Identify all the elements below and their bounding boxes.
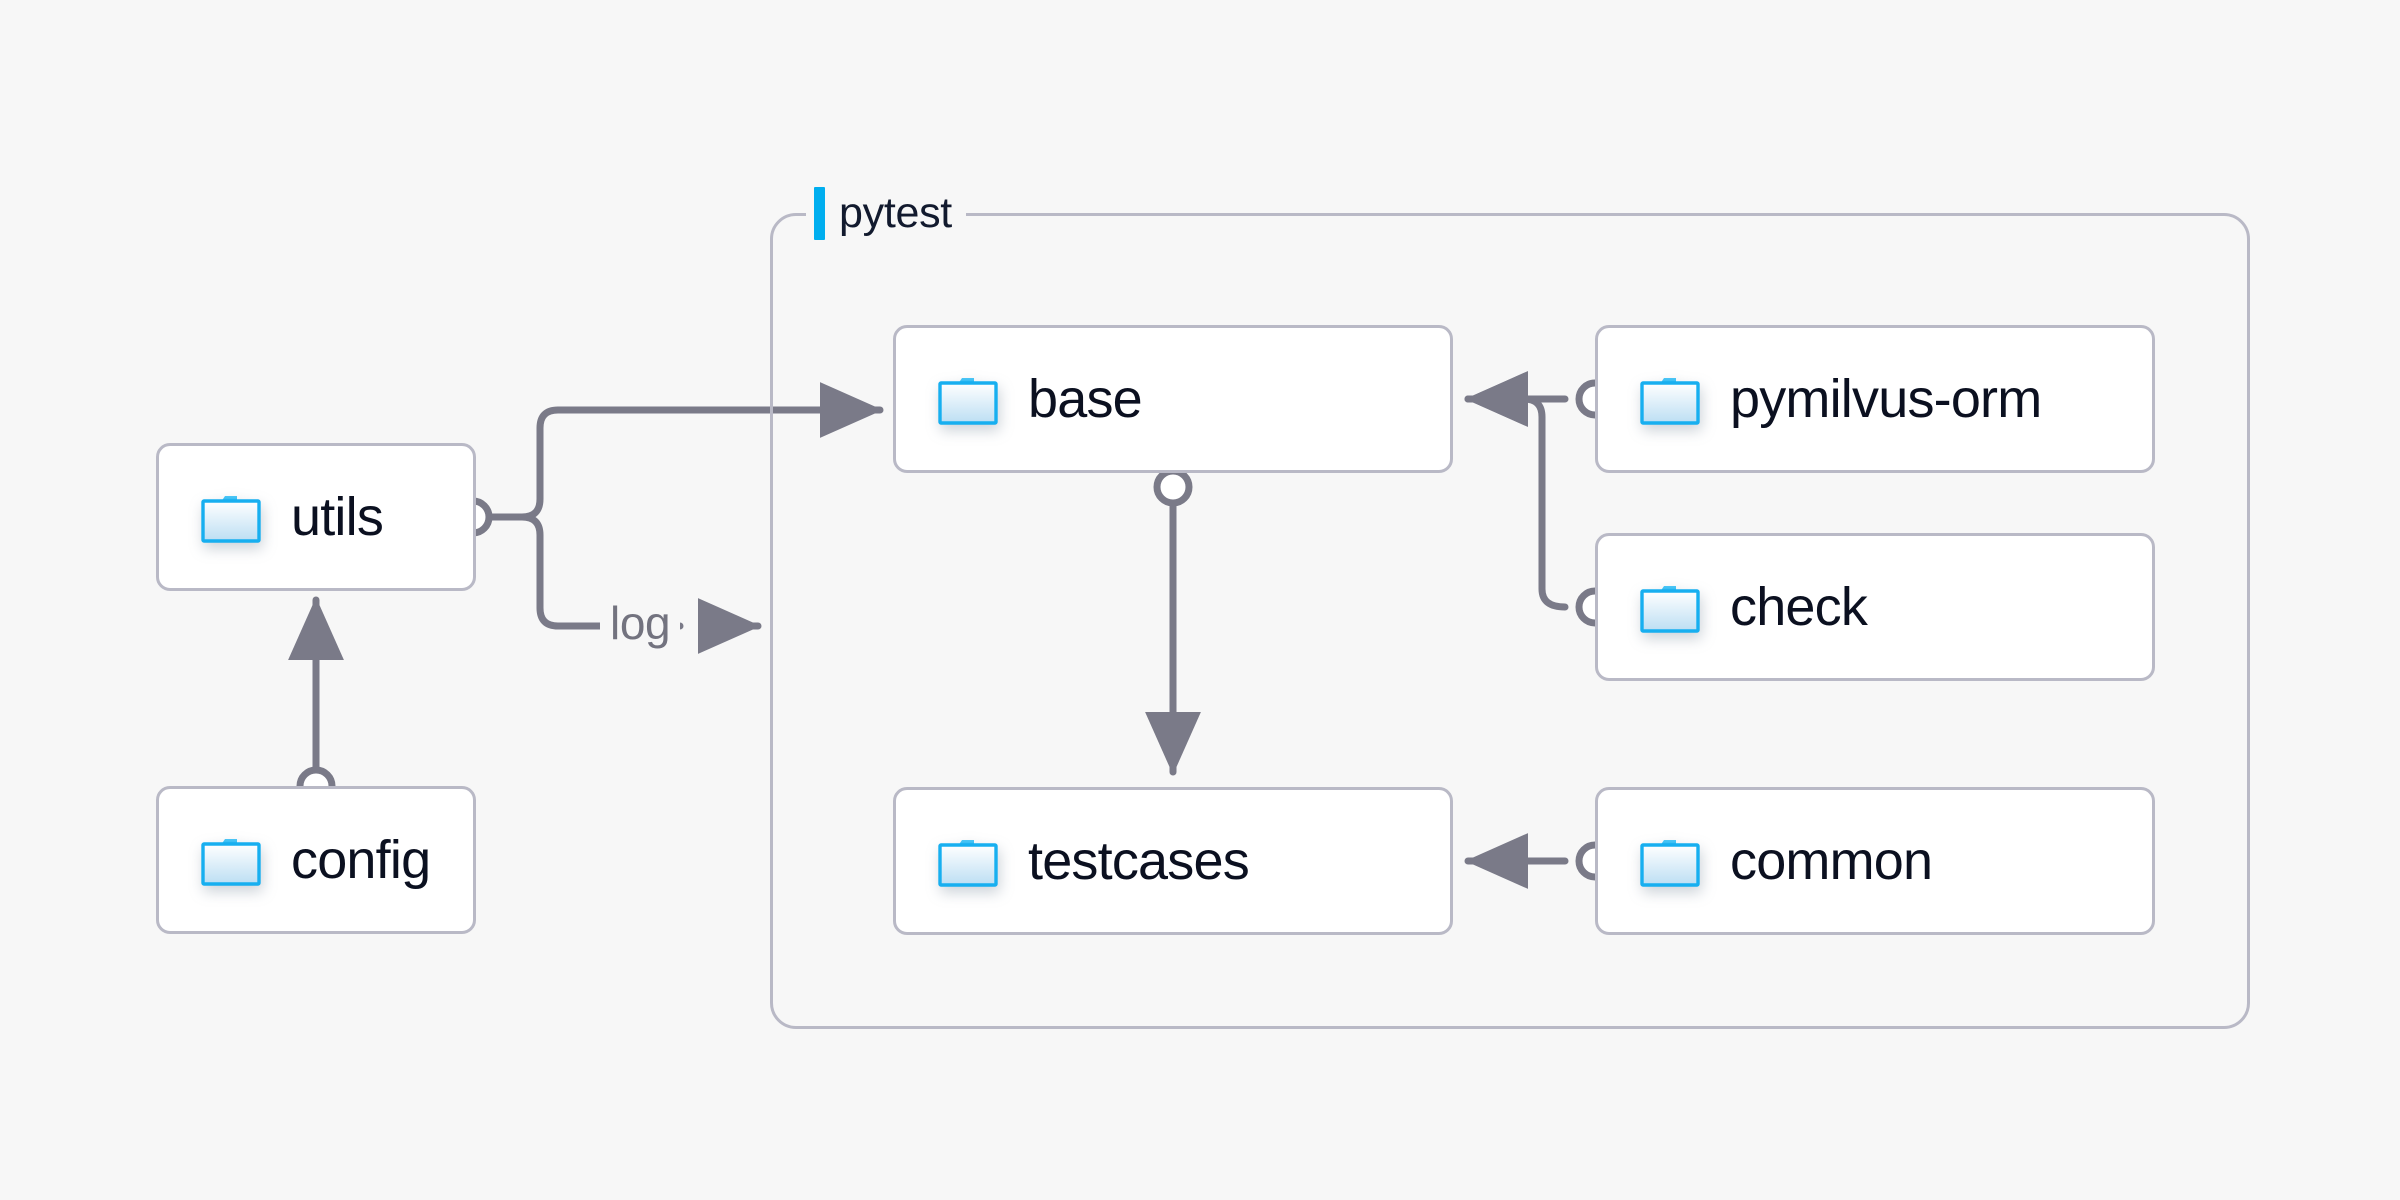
- node-pymilvus-orm[interactable]: pymilvus-orm: [1595, 325, 2155, 473]
- vertical-accent-bar-icon: [814, 186, 825, 240]
- node-utils[interactable]: utils: [156, 443, 476, 591]
- node-label: base: [1028, 369, 1143, 429]
- node-label: pymilvus-orm: [1730, 369, 2042, 429]
- folder-icon: [1640, 835, 1700, 887]
- pytest-group-label: pytest: [806, 184, 966, 242]
- folder-icon: [938, 835, 998, 887]
- node-check[interactable]: check: [1595, 533, 2155, 681]
- group-title: pytest: [839, 188, 952, 237]
- folder-icon: [1640, 373, 1700, 425]
- folder-icon: [1640, 581, 1700, 633]
- node-base[interactable]: base: [893, 325, 1453, 473]
- node-label: config: [291, 830, 431, 890]
- folder-icon: [201, 834, 261, 886]
- node-common[interactable]: common: [1595, 787, 2155, 935]
- pytest-group-frame[interactable]: [770, 213, 2250, 1029]
- edge-label-log: log: [600, 600, 681, 646]
- node-testcases[interactable]: testcases: [893, 787, 1453, 935]
- node-config[interactable]: config: [156, 786, 476, 934]
- node-label: common: [1730, 831, 1933, 891]
- folder-icon: [201, 491, 261, 543]
- folder-icon: [938, 373, 998, 425]
- node-label: utils: [291, 487, 384, 547]
- node-label: testcases: [1028, 831, 1250, 891]
- node-label: check: [1730, 577, 1868, 637]
